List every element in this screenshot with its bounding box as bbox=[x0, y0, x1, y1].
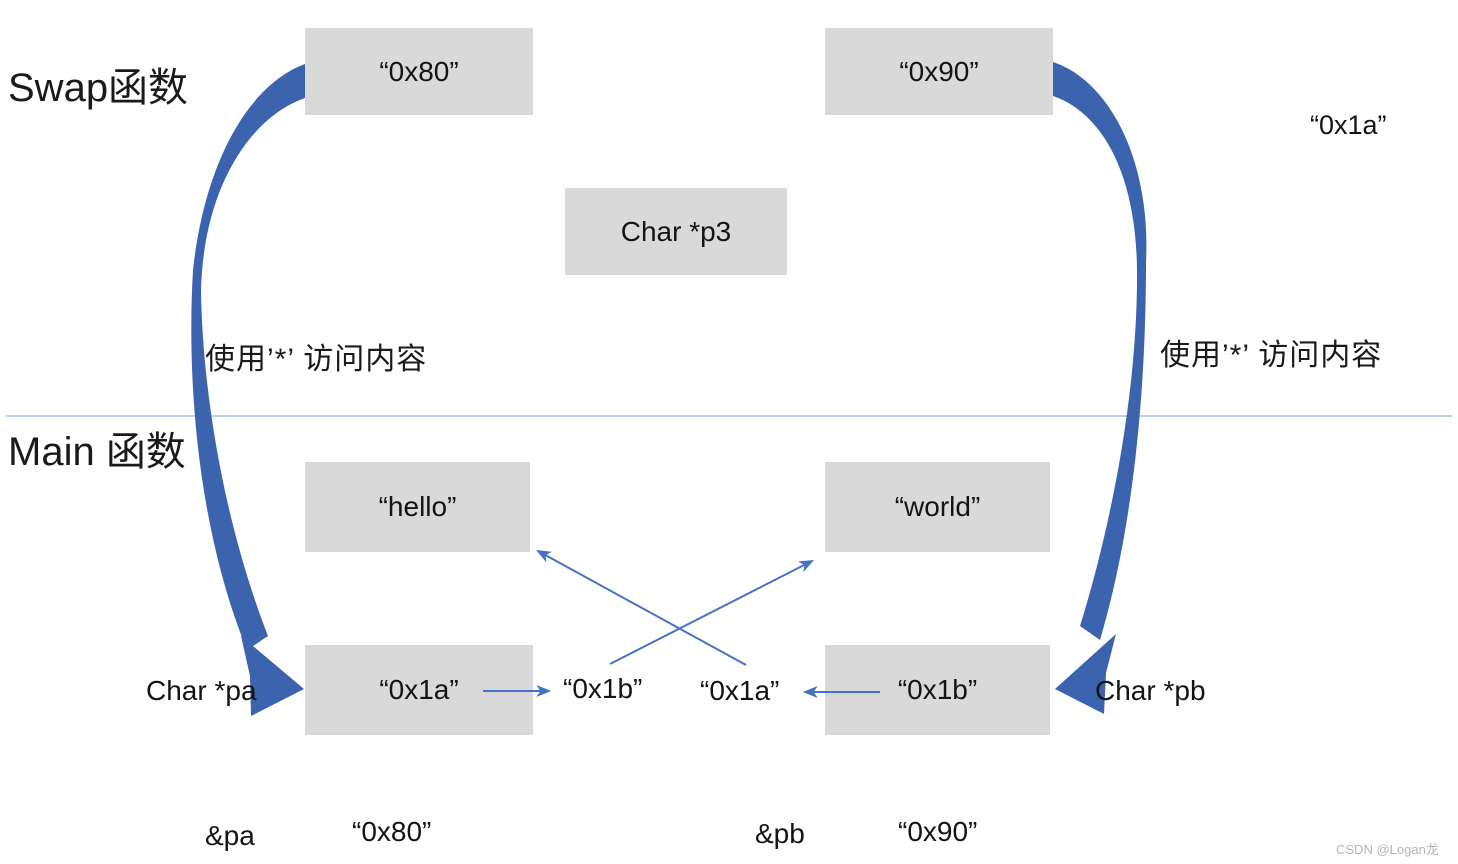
mid-value-0x1a: “0x1a” bbox=[700, 675, 780, 706]
pb-address-value: “0x90” bbox=[898, 816, 978, 847]
pa-address-value: “0x80” bbox=[352, 816, 432, 847]
box-world-string: “world” bbox=[825, 462, 1050, 552]
csdn-watermark: CSDN @Logan龙 bbox=[1336, 842, 1439, 857]
box-swap-addr-0x80: “0x80” bbox=[305, 28, 533, 115]
box-swap-addr-0x90: “0x90” bbox=[825, 28, 1053, 115]
box-pa-value: “0x1a” bbox=[305, 645, 533, 735]
box-char-p3: Char *p3 bbox=[565, 188, 787, 275]
mid-value-0x1b: “0x1b” bbox=[563, 673, 643, 704]
swap-param-to-pa-arrow bbox=[191, 64, 305, 716]
char-pb-label: Char *pb bbox=[1095, 675, 1206, 706]
amp-pb-label: &pb bbox=[755, 818, 805, 849]
swap-section-title: Swap函数 bbox=[8, 66, 189, 110]
0x1a-to-hello-arrow bbox=[536, 549, 747, 666]
amp-pa-label: &pa bbox=[205, 820, 255, 851]
top-right-value-0x1a: “0x1a” bbox=[1310, 110, 1387, 140]
0x1b-to-world-arrow bbox=[609, 559, 815, 665]
swap-param-to-pb-arrow bbox=[1053, 62, 1147, 714]
box-hello-string: “hello” bbox=[305, 462, 530, 552]
deref-note-right: 使用’*’ 访问内容 bbox=[1160, 339, 1383, 372]
deref-note-left: 使用’*’ 访问内容 bbox=[205, 343, 428, 376]
box-pb-value: “0x1b” bbox=[825, 645, 1050, 735]
char-pa-label: Char *pa bbox=[146, 675, 257, 706]
main-section-title: Main 函数 bbox=[8, 430, 186, 474]
